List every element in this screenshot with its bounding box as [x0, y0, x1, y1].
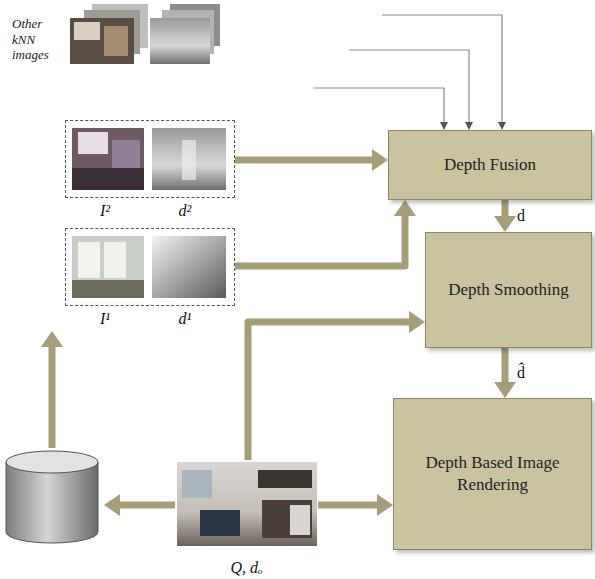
process-box: Depth Based Image Rendering — [393, 398, 592, 550]
image-label: Q, dₒ — [230, 559, 262, 576]
process-box: Depth Fusion — [388, 130, 592, 200]
arrow-shaft — [502, 348, 509, 384]
fusion-input-lines — [313, 15, 502, 124]
box-title: Depth Smoothing — [448, 279, 568, 301]
fusion-input-heads — [440, 122, 506, 130]
label-row: I¹d¹ — [65, 310, 235, 328]
arrow-head — [377, 494, 393, 516]
knn-thumbnails — [70, 4, 220, 64]
arrow-head — [394, 200, 416, 216]
database-arrows — [41, 331, 175, 516]
flow-arrow — [494, 200, 516, 232]
label-row: I²d² — [65, 202, 235, 220]
flow-arrow — [235, 149, 388, 171]
arrow-shaft — [248, 322, 411, 460]
arrow-shaft — [235, 157, 374, 164]
image-pair — [72, 128, 226, 190]
image-pair — [72, 236, 226, 298]
arrow-head — [494, 382, 516, 398]
edge-label: d̂ — [517, 364, 525, 382]
query-image-box: Q, dₒ — [175, 460, 318, 577]
dashed-outline — [65, 228, 235, 306]
image-pair-box: I¹d¹ — [65, 228, 235, 328]
image-label: I² — [65, 202, 145, 220]
image-pair-box: I²d² — [65, 120, 235, 220]
arrow-shaft — [318, 502, 379, 509]
edge-label: d — [517, 207, 525, 225]
database-cylinder — [6, 451, 98, 543]
image-label: I¹ — [65, 310, 145, 328]
image-label: d¹ — [145, 310, 225, 328]
process-box: Depth Smoothing — [425, 232, 592, 348]
arrow-head — [372, 149, 388, 171]
label-row: Q, dₒ — [175, 559, 318, 577]
dashed-outline — [65, 120, 235, 198]
box-title: Depth Based Image Rendering — [412, 452, 573, 496]
box-title: Depth Fusion — [444, 154, 536, 176]
arrow-head — [409, 311, 425, 333]
query-image — [177, 462, 317, 546]
arrow-head — [494, 216, 516, 232]
image-label: d² — [145, 202, 225, 220]
flow-arrow — [494, 348, 516, 398]
flow-arrow — [318, 494, 393, 516]
arrow-shaft — [235, 214, 405, 266]
arrow-shaft — [502, 200, 509, 218]
flow-arrow — [235, 200, 416, 266]
note-label: Other kNN images — [12, 16, 68, 63]
